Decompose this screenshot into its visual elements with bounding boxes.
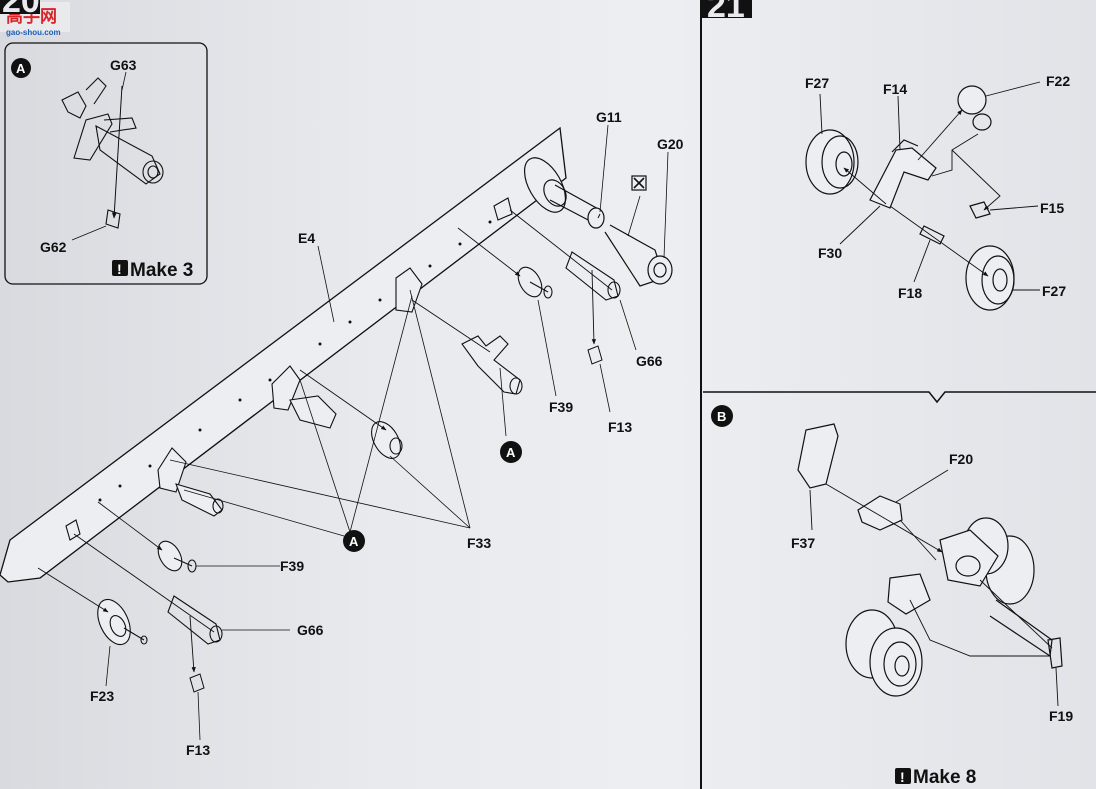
final-drive-assembly (523, 157, 673, 287)
label-f14: F14 (883, 81, 907, 97)
step-number-20: 20 (2, 0, 40, 20)
detail-b-leaders (809, 469, 1059, 707)
label-f39-top: F39 (549, 399, 573, 415)
callout-a-top: A (500, 441, 522, 463)
svg-text:!: ! (900, 769, 905, 785)
label-g62: G62 (40, 239, 67, 255)
detail-a-box: A G63 G62 ! Make 3 (4, 42, 208, 285)
label-e4: E4 (298, 230, 315, 246)
label-f22: F22 (1046, 73, 1070, 89)
detail-b-badge: B (711, 405, 733, 427)
hull-plate-holes (98, 220, 492, 502)
label-g66-top: G66 (636, 353, 663, 369)
suspension-arm-mid (461, 335, 523, 395)
label-g66-bottom: G66 (297, 622, 324, 638)
part-g63-drawing (61, 77, 164, 229)
label-g63: G63 (110, 57, 137, 73)
make-3-note: ! Make 3 (112, 260, 193, 281)
label-f27-bottom: F27 (1042, 283, 1066, 299)
make-8-label: Make 8 (913, 767, 976, 788)
suspension-arm-left (175, 395, 337, 517)
part-g66-bottom (167, 595, 223, 645)
step-20-header: 20 (0, 0, 40, 20)
callout-a-mid-text: A (349, 534, 359, 549)
step-21-header: 21 (701, 0, 752, 25)
part-f13-top (587, 345, 603, 365)
part-f39-top (517, 266, 553, 299)
label-f13-top: F13 (608, 419, 632, 435)
label-f30: F30 (818, 245, 842, 261)
part-f39-bottom (157, 540, 197, 573)
callout-a-mid: A (343, 530, 365, 552)
step-21-drawing (805, 85, 1015, 311)
step-21-leaders (819, 81, 1041, 291)
detail-b-drawing (797, 423, 1063, 697)
leader-lines-f33 (169, 289, 471, 537)
label-f37: F37 (791, 535, 815, 551)
detail-b-badge-text: B (717, 409, 726, 424)
label-f19: F19 (1049, 708, 1073, 724)
part-f33-hubs (371, 421, 403, 459)
part-f13-bottom (189, 673, 205, 693)
hull-plate-e4 (0, 126, 567, 583)
callout-a-top-text: A (506, 445, 516, 460)
label-g20: G20 (657, 136, 684, 152)
label-f39-bottom: F39 (280, 558, 304, 574)
suspension-brackets (65, 197, 513, 541)
label-g11: G11 (596, 109, 622, 125)
no-glue-icon (631, 175, 647, 191)
step-number-21: 21 (707, 0, 745, 25)
detail-a-badge: A (16, 61, 26, 76)
label-f27-top: F27 (805, 75, 829, 91)
watermark-url: gao-shou.com (6, 28, 61, 37)
label-f33: F33 (467, 535, 491, 551)
label-f18: F18 (898, 285, 922, 301)
make-8-note: ! Make 8 (895, 767, 976, 788)
svg-text:!: ! (117, 261, 122, 277)
label-f23: F23 (90, 688, 114, 704)
panel-borders (700, 0, 1096, 789)
part-f23-idler (97, 598, 148, 646)
label-f20: F20 (949, 451, 973, 467)
label-f13-bottom: F13 (186, 742, 210, 758)
part-g66-top (565, 251, 621, 301)
label-f15: F15 (1040, 200, 1064, 216)
make-3-label: Make 3 (130, 260, 193, 281)
